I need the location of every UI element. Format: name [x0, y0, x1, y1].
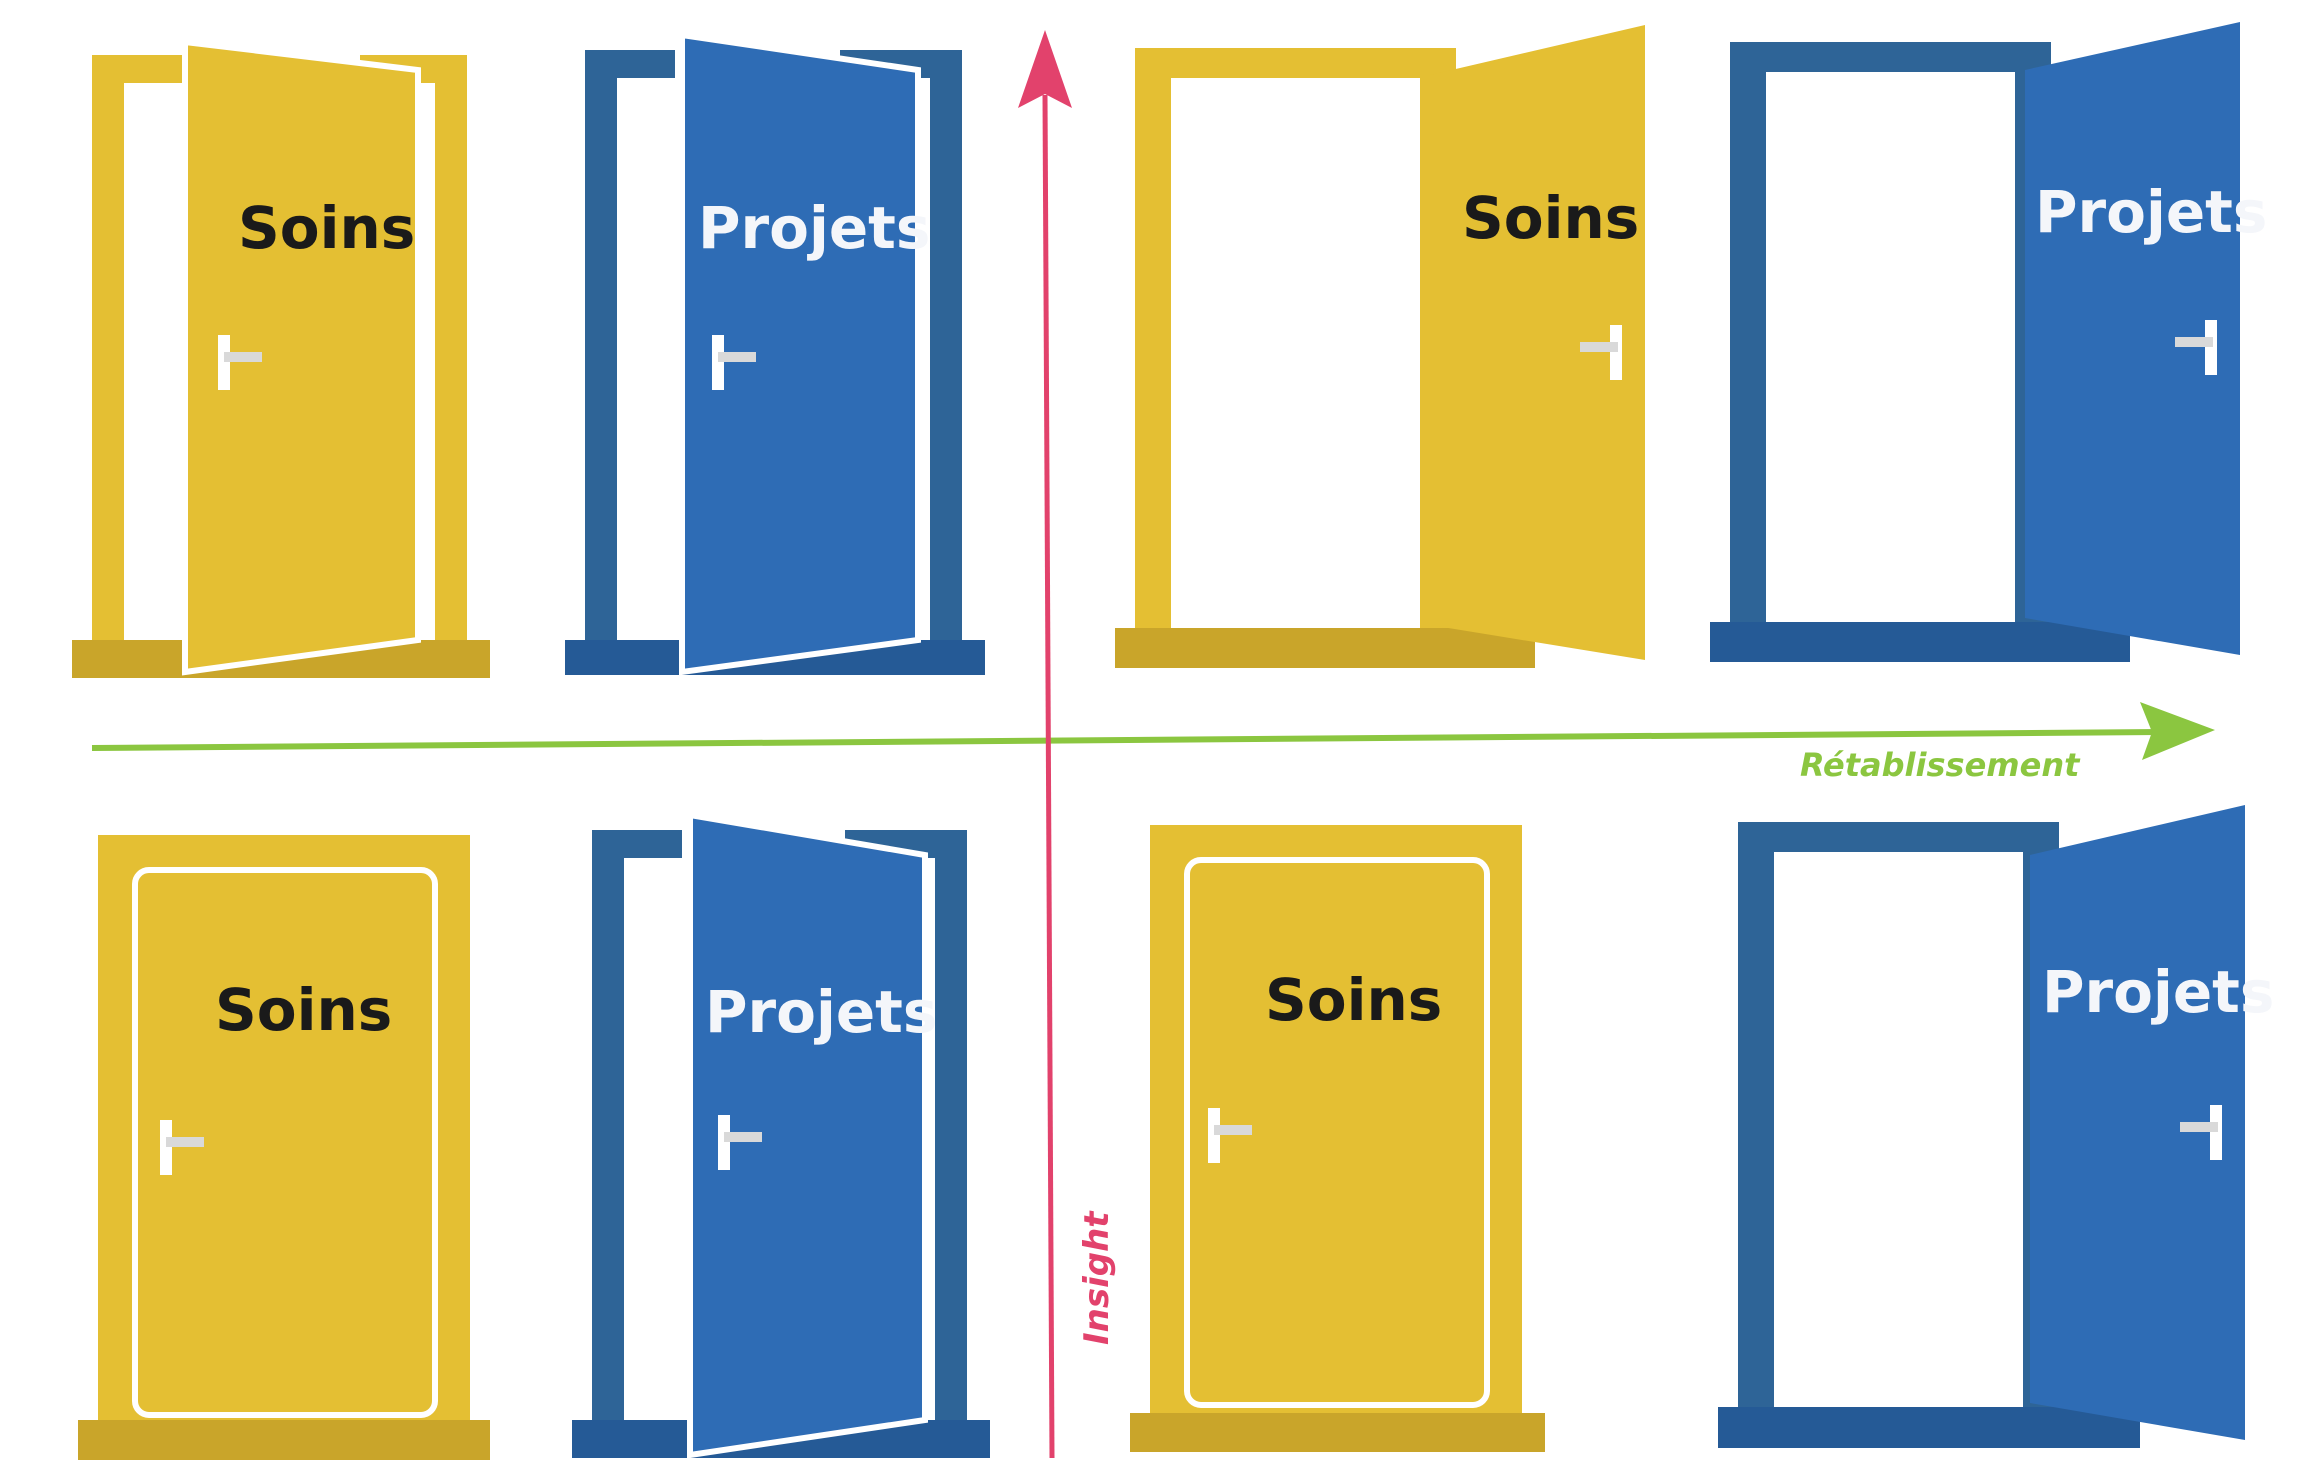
door-handle-plate	[1208, 1108, 1220, 1163]
door-label: Soins	[215, 976, 392, 1044]
vertical-axis-label: Insight	[1077, 1210, 1117, 1345]
door-label: Projets	[698, 194, 930, 262]
door-handle-plate	[2205, 320, 2217, 375]
door-threshold	[78, 1420, 490, 1460]
door-handle-plate	[1610, 325, 1622, 380]
horizontal-axis-label: Rétablissement	[1800, 746, 2081, 784]
door-label: Soins	[1265, 966, 1442, 1034]
door-projets-ajar: Projets	[572, 815, 990, 1458]
door-soins-open: Soins	[1115, 25, 1645, 668]
quadrant-top-right: Soins Projets	[1115, 22, 2267, 668]
door-handle-lever	[224, 352, 262, 362]
door-handle-plate	[218, 335, 230, 390]
vertical-axis-line	[1045, 95, 1052, 1458]
door-frame-top	[592, 830, 682, 858]
door-frame-right	[935, 830, 967, 1420]
door-threshold	[1115, 628, 1535, 668]
door-label: Soins	[238, 194, 415, 262]
door-soins-closed: Soins	[78, 835, 490, 1460]
quadrant-bottom-right: Soins Projets	[1130, 805, 2274, 1452]
vertical-axis: Insight	[1018, 30, 1117, 1458]
door-frame-top	[92, 55, 182, 83]
door-handle-lever	[2180, 1122, 2218, 1132]
door-handle-lever	[1214, 1125, 1252, 1135]
door-projets-open: Projets	[1718, 805, 2274, 1448]
door-threshold	[1710, 622, 2130, 662]
door-frame-left	[1135, 48, 1171, 628]
door-frame-top	[585, 50, 675, 78]
door-handle-lever	[724, 1132, 762, 1142]
horizontal-axis: Rétablissement	[92, 702, 2215, 784]
door-threshold	[1718, 1407, 2140, 1448]
door-label: Soins	[1462, 184, 1639, 252]
door-handle-lever	[2175, 337, 2213, 347]
door-frame-right	[930, 50, 962, 640]
door-projets-ajar: Projets	[565, 35, 985, 675]
door-frame-left	[585, 50, 617, 640]
door-projets-open: Projets	[1710, 22, 2267, 662]
door-handle-lever	[1580, 342, 1618, 352]
door-label: Projets	[2042, 958, 2274, 1026]
door-frame-right	[435, 55, 467, 640]
door-frame-left	[1730, 42, 1766, 622]
door-handle-plate	[160, 1120, 172, 1175]
door-handle-plate	[718, 1115, 730, 1170]
door-handle-plate	[2210, 1105, 2222, 1160]
door-label: Projets	[2035, 178, 2267, 246]
door-handle-plate	[712, 335, 724, 390]
quadrant-top-left: Soins Projets	[72, 35, 985, 678]
door-threshold	[1130, 1413, 1545, 1452]
door-frame-top	[1730, 42, 2050, 72]
quadrant-bottom-left: Soins Projets	[78, 815, 990, 1460]
door-handle-lever	[166, 1137, 204, 1147]
door-frame-top	[1738, 822, 2058, 852]
door-label: Projets	[705, 978, 937, 1046]
door-soins-ajar: Soins	[72, 42, 490, 678]
door-frame-left	[592, 830, 624, 1420]
door-handle-lever	[718, 352, 756, 362]
door-frame-left	[92, 55, 124, 640]
door-soins-closed: Soins	[1130, 825, 1545, 1452]
door-frame-top	[1135, 48, 1455, 78]
door-frame-left	[1738, 822, 1774, 1407]
